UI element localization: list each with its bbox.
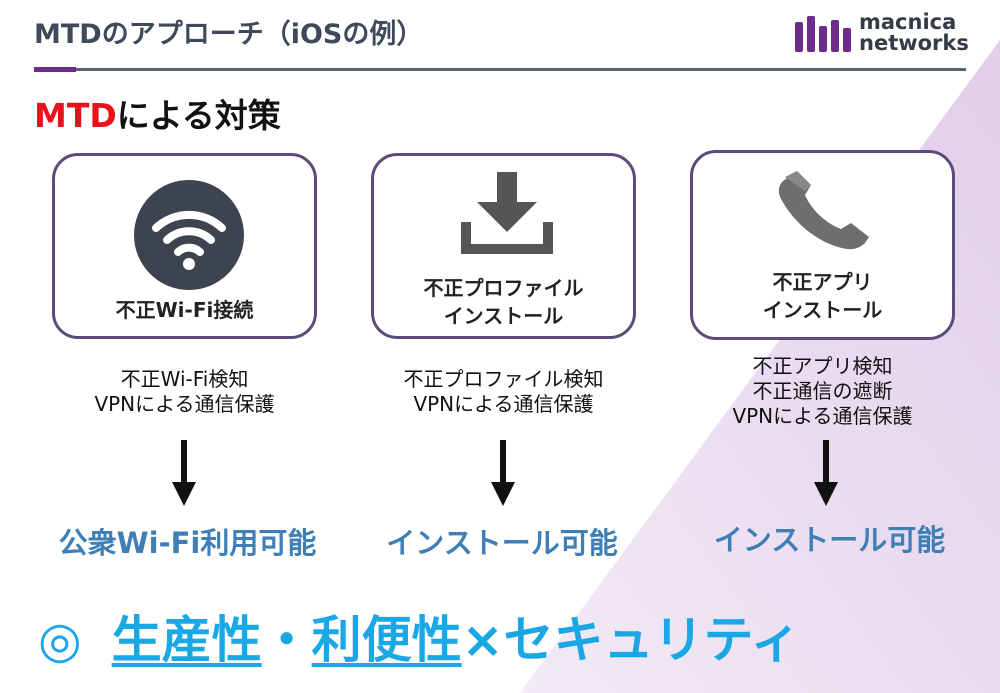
logo-mark-icon [795,16,851,52]
threat-card-wifi: 不正Wi-Fi接続 [52,153,317,339]
logo-text-line1: macnica [859,10,957,34]
card-label-line2: インストール [443,304,564,328]
double-circle-mark: ◎ [38,611,82,669]
header-divider [34,68,966,71]
card-label: 不正Wi-Fi接続 [115,298,254,322]
countermeasure-list: 不正プロファイル検知 VPNによる通信保護 [371,367,636,417]
countermeasure-item: 不正通信の遮断 [752,379,893,403]
logo-text-line2: networks [859,31,969,55]
tagline-convenience: 利便性 [311,611,462,669]
page-title: MTDのアプローチ（iOSの例） [34,19,424,50]
card-label-line1: 不正アプリ [772,270,873,294]
countermeasure-item: VPNによる通信保護 [732,404,913,428]
down-arrow-icon [814,440,838,506]
result-text: 公衆Wi-Fi利用可能 [58,526,317,560]
tagline-productivity: 生産性 [111,611,262,669]
countermeasure-item: 不正アプリ検知 [752,354,893,378]
threat-card-app: 不正アプリ インストール [690,150,955,340]
section-heading: MTDによる対策 [34,89,281,137]
tagline-security: ×セキュリティ [461,611,801,669]
card-label: 不正プロファイル インストール [374,274,633,330]
wifi-icon [134,180,244,290]
card-label-line1: 不正プロファイル [423,276,584,300]
result-text: インストール可能 [386,526,618,560]
section-heading-text: による対策 [116,96,281,135]
tagline-separator: ・ [261,611,312,669]
countermeasure-item: VPNによる通信保護 [94,392,275,416]
card-label: 不正アプリ インストール [693,268,952,324]
countermeasure-list: 不正アプリ検知 不正通信の遮断 VPNによる通信保護 [690,354,955,429]
result-text: インストール可能 [713,523,946,557]
down-arrow-icon [491,440,515,506]
download-icon [461,172,553,254]
threat-card-profile: 不正プロファイル インストール [371,153,636,339]
section-heading-accent: MTD [34,96,117,135]
company-logo: macnica networks [795,12,975,58]
countermeasure-list: 不正Wi-Fi検知 VPNによる通信保護 [52,367,317,417]
countermeasure-item: 不正Wi-Fi検知 [120,367,249,391]
down-arrow-icon [172,440,196,506]
phone-icon [778,171,869,250]
header-divider-accent [34,67,76,72]
tagline: ◎ 生産性・利便性×セキュリティ [38,600,801,672]
card-label-line2: インストール [762,298,883,322]
countermeasure-item: VPNによる通信保護 [413,392,594,416]
countermeasure-item: 不正プロファイル検知 [403,367,604,391]
